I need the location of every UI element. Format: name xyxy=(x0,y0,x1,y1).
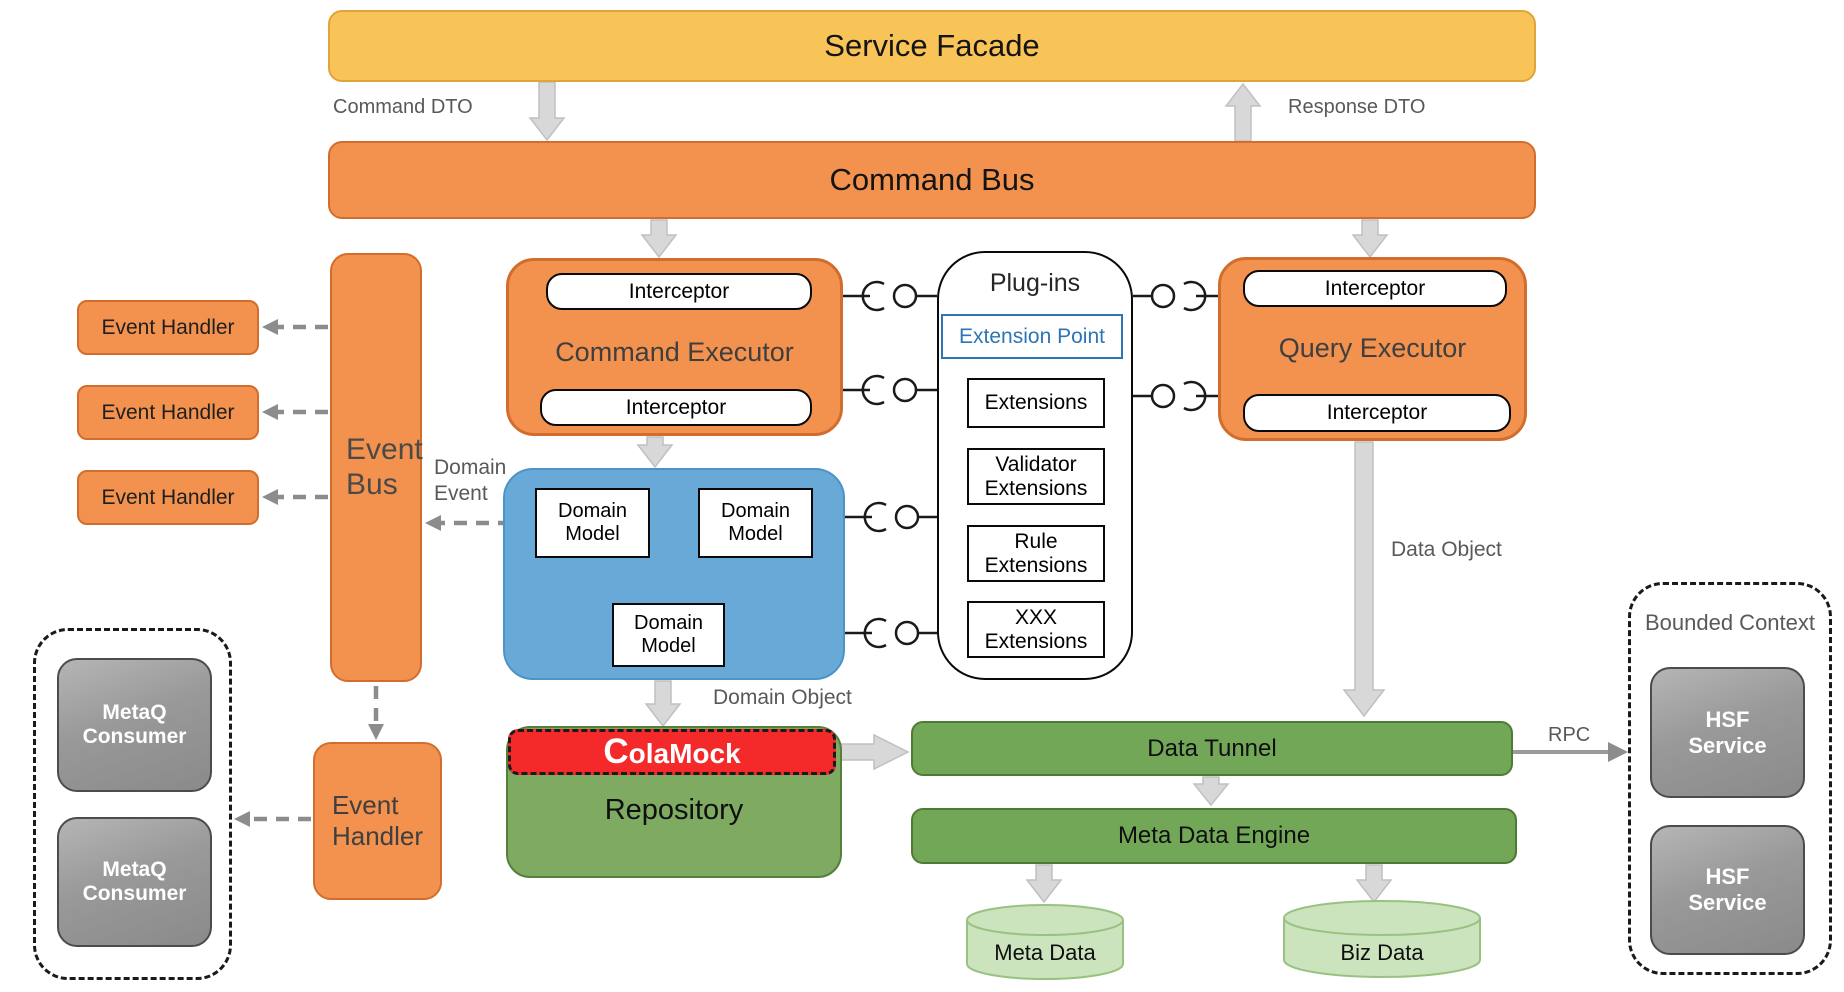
meta-data-engine: Meta Data Engine xyxy=(911,808,1517,864)
arrow-executor-to-domain xyxy=(636,436,674,469)
dashed-arrow-heads xyxy=(234,319,441,827)
arrow-bus-to-facade xyxy=(1224,82,1262,142)
event-bus-label-wrap: Event Bus xyxy=(346,253,423,682)
validator-extensions-label: Validator Extensions xyxy=(984,452,1088,500)
meta-data-engine-label: Meta Data Engine xyxy=(1117,822,1311,849)
event-bus xyxy=(330,253,422,682)
hsf-service-2: HSF Service xyxy=(1650,825,1805,955)
service-facade-label: Service Facade xyxy=(824,28,1040,63)
event-handler-label: Event Handler xyxy=(101,315,235,339)
hsf-service-label: HSF Service xyxy=(1688,706,1767,758)
event-handler-2: Event Handler xyxy=(77,385,259,440)
arrow-bus-to-query-executor xyxy=(1351,219,1389,259)
domain-model-right: Domain Model xyxy=(698,488,813,558)
xxx-extensions-box: XXX Extensions xyxy=(967,601,1105,658)
event-handler-bottom-label: Event Handler xyxy=(331,789,424,851)
rule-extensions-box: Rule Extensions xyxy=(967,525,1105,582)
bounded-context-label-wrap: Bounded Context xyxy=(1628,608,1832,638)
arrow-datatunnel-to-engine xyxy=(1192,776,1230,807)
event-handler-label: Event Handler xyxy=(101,485,235,509)
data-tunnel: Data Tunnel xyxy=(911,721,1513,776)
block-arrows xyxy=(528,81,1393,904)
metaq-consumer-label: MetaQ Consumer xyxy=(82,858,187,905)
domain-model-label: Domain Model xyxy=(721,500,790,545)
domain-event-label: Domain Event xyxy=(434,456,507,506)
command-bus-label: Command Bus xyxy=(829,162,1035,197)
colamock: ColaMock xyxy=(508,729,836,775)
query-executor-label-wrap: Query Executor xyxy=(1218,326,1527,370)
command-interceptor-top: Interceptor xyxy=(546,273,812,310)
query-executor-label: Query Executor xyxy=(1278,332,1467,363)
event-handler-1: Event Handler xyxy=(77,300,259,355)
xxx-extensions-label: XXX Extensions xyxy=(984,605,1088,653)
rule-extensions-label: Rule Extensions xyxy=(984,529,1088,577)
query-interceptor-top: Interceptor xyxy=(1243,270,1507,307)
data-object-label: Data Object xyxy=(1391,538,1502,561)
repository-label: Repository xyxy=(604,793,744,826)
metaq-consumer-1: MetaQ Consumer xyxy=(57,658,212,792)
rpc-connector xyxy=(1513,742,1628,762)
event-handler-bottom: Event Handler xyxy=(313,742,442,900)
extension-point: Extension Point xyxy=(941,314,1123,359)
command-interceptor-bottom: Interceptor xyxy=(540,389,812,426)
command-executor-label-wrap: Command Executor xyxy=(506,330,843,374)
event-handler-3: Event Handler xyxy=(77,470,259,525)
interceptor-label: Interceptor xyxy=(628,279,730,303)
validator-extensions-box: Validator Extensions xyxy=(967,448,1105,505)
colamock-label: ColaMock xyxy=(603,732,741,771)
bounded-context xyxy=(1628,582,1832,975)
metaq-consumer-group xyxy=(33,628,232,980)
command-executor-label: Command Executor xyxy=(555,336,794,367)
dashed-arrows xyxy=(248,324,533,822)
extension-point-label: Extension Point xyxy=(959,324,1105,348)
domain-model-label: Domain Model xyxy=(558,500,627,545)
plug-ins-title: Plug-ins xyxy=(989,268,1081,297)
repository-label-wrap: Repository xyxy=(506,790,842,830)
rpc-label: RPC xyxy=(1548,724,1591,746)
hsf-service-1: HSF Service xyxy=(1650,667,1805,798)
interceptor-label: Interceptor xyxy=(1324,276,1426,300)
response-dto-label: Response DTO xyxy=(1288,96,1426,118)
arrow-query-to-datatunnel xyxy=(1342,441,1386,718)
command-bus: Command Bus xyxy=(328,141,1536,219)
command-dto-label: Command DTO xyxy=(333,96,473,118)
arrow-engine-to-metadata xyxy=(1025,864,1063,904)
interceptor-label: Interceptor xyxy=(625,395,727,419)
service-facade: Service Facade xyxy=(328,10,1536,82)
arrow-engine-to-bizdata xyxy=(1355,864,1393,904)
biz-data-cylinder-label: Biz Data xyxy=(1340,940,1424,965)
domain-object-label: Domain Object xyxy=(713,686,852,709)
data-tunnel-label: Data Tunnel xyxy=(1147,734,1277,762)
hsf-service-label: HSF Service xyxy=(1688,864,1767,915)
domain-model-label: Domain Model xyxy=(634,612,703,657)
event-handler-label: Event Handler xyxy=(101,400,235,424)
plug-ins-title-wrap: Plug-ins xyxy=(937,265,1133,301)
extensions-box: Extensions xyxy=(967,378,1105,428)
arrow-colamock-to-datatunnel xyxy=(837,733,910,771)
metaq-consumer-label: MetaQ Consumer xyxy=(82,701,187,748)
extensions-label: Extensions xyxy=(984,391,1088,414)
domain-model-bottom: Domain Model xyxy=(612,603,725,667)
socket-connectors xyxy=(843,280,1218,649)
arrow-domain-to-repository xyxy=(644,680,682,728)
metaq-consumer-2: MetaQ Consumer xyxy=(57,817,212,947)
arrow-bus-to-command-executor xyxy=(640,219,678,259)
meta-data-cylinder-label: Meta Data xyxy=(994,940,1096,965)
datastore-cylinders xyxy=(966,900,1481,980)
domain-model-left: Domain Model xyxy=(535,488,650,558)
bounded-context-label: Bounded Context xyxy=(1644,610,1816,635)
query-interceptor-bottom: Interceptor xyxy=(1243,394,1511,432)
arrow-facade-to-bus xyxy=(528,81,566,142)
interceptor-label: Interceptor xyxy=(1326,401,1428,424)
event-bus-label: Event Bus xyxy=(346,433,423,501)
